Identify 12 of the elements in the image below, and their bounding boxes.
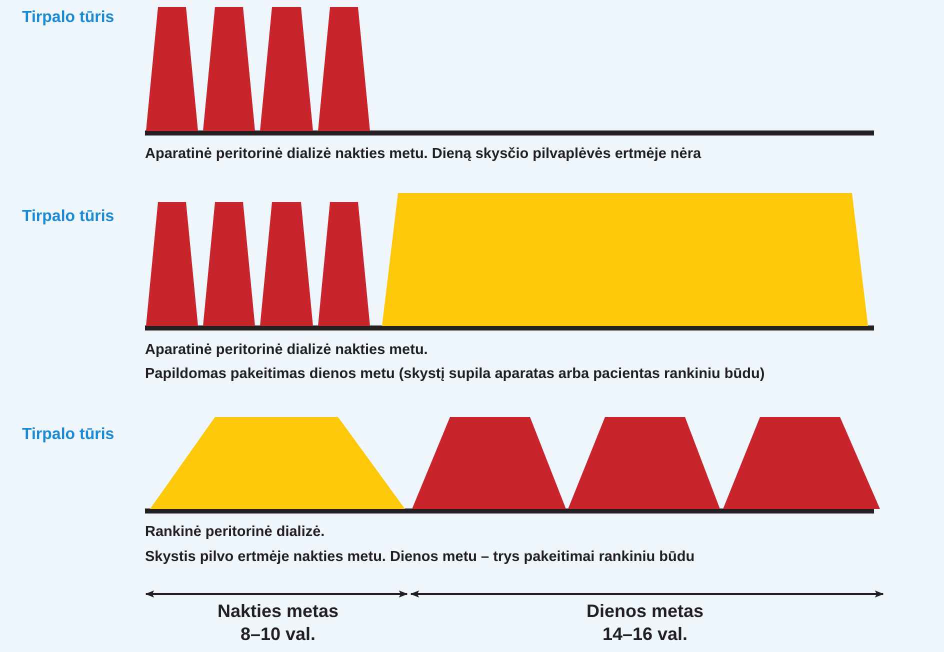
period-label: 14–16 val. — [601, 624, 689, 646]
axis-label: Tirpalo tūris — [22, 425, 114, 444]
axis-label: Tirpalo tūris — [22, 8, 114, 28]
caption: Skystis pilvo ertmėje nakties metu. Dienos metu – trys pakeitimai rankiniu būdu — [145, 549, 695, 566]
period-label: Nakties metas — [216, 601, 340, 623]
axis-label: Tirpalo tūris — [22, 207, 114, 226]
caption: Rankinė peritorinė dializė. — [145, 524, 325, 542]
period-label: 8–10 val. — [239, 624, 317, 646]
caption: Aparatinė peritorinė dializė nakties metu. — [145, 342, 428, 360]
period-label: Dienos metas — [585, 601, 705, 623]
caption: Papildomas pakeitimas dienos metu (skystį supila aparatas arba pacientas rankiniu būdu) — [145, 366, 765, 384]
caption: Aparatinė peritorinė dializė nakties metu. Dieną skysčio pilvaplėvės ertmėje nėra — [145, 146, 702, 164]
